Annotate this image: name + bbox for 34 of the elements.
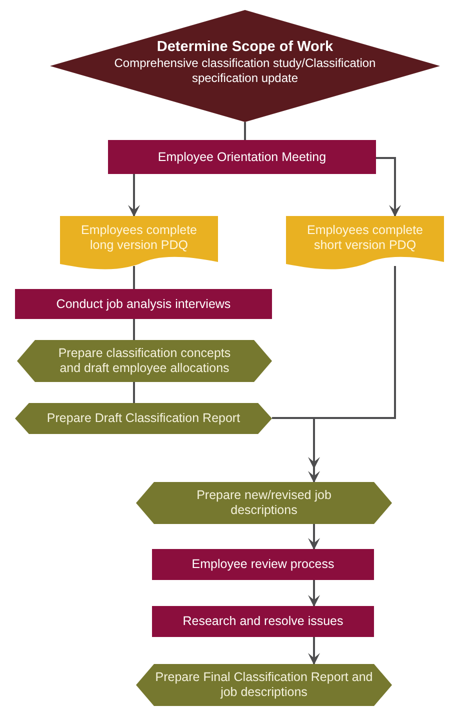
arrow [308, 266, 396, 482]
step-label: Employees complete long version PDQ [80, 223, 198, 253]
arrow [308, 637, 320, 665]
preparation-hexagon [136, 664, 392, 706]
decision-diamond [50, 10, 440, 122]
arrow [376, 157, 401, 217]
step-label: Research and resolve issues [182, 614, 344, 629]
step-label: Employee Orientation Meeting [158, 150, 326, 164]
step-label: Prepare classification concepts and draft employee allocations [57, 346, 232, 376]
connector-line [133, 266, 135, 289]
arrow [128, 174, 140, 217]
process-box [152, 549, 374, 580]
preparation-hexagon [15, 403, 272, 434]
preparation-hexagon [136, 482, 392, 524]
process-box [152, 606, 374, 637]
connector-line [244, 122, 246, 140]
step-description: Comprehensive classification study/Classification specification update [113, 56, 377, 86]
arrow [308, 524, 320, 550]
step-label: Prepare Final Classification Report and job descriptions [154, 670, 374, 700]
step-label: Prepare new/revised job descriptions [196, 488, 332, 518]
preparation-hexagon [17, 340, 272, 382]
arrow [272, 417, 320, 483]
arrow [308, 580, 320, 607]
step-label: Conduct job analysis interviews [56, 296, 231, 312]
document-shape [286, 216, 444, 270]
connector-line [133, 319, 135, 340]
connector-line [133, 382, 135, 403]
step-label: Employees complete short version PDQ [306, 223, 424, 253]
step-label: Employee review process [192, 557, 334, 572]
document-shape [60, 216, 218, 270]
process-box [108, 140, 376, 174]
step-label: Prepare Draft Classification Report [46, 411, 240, 426]
step-title: Determine Scope of Work [156, 38, 334, 56]
process-box [15, 289, 272, 319]
